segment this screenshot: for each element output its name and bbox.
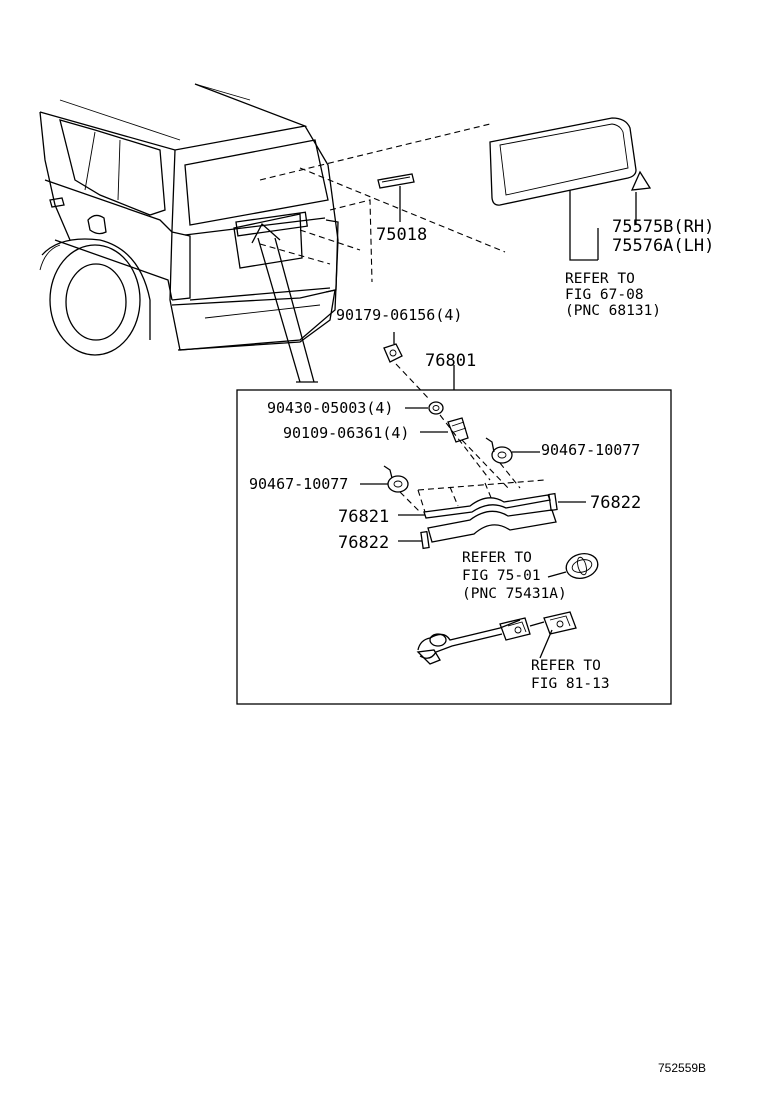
part-90109-screw (447, 417, 469, 443)
label-90467-left: 90467-10077 (249, 475, 348, 493)
refer-fig-75-01-line1: REFER TO (462, 550, 532, 566)
part-76821-garnish (423, 494, 557, 543)
label-90179: 90179-06156(4) (336, 306, 462, 324)
part-76822-left-cap (420, 530, 430, 550)
label-76801: 76801 (425, 351, 476, 371)
quarter-glass-illustration (630, 170, 652, 191)
refer-fig-67-08-line1: REFER TO (565, 271, 635, 287)
diagram-id: 752559B (658, 1061, 706, 1075)
part-90467-right-grommet (485, 437, 513, 464)
part-90467-left-grommet (383, 465, 409, 493)
label-76822-left: 76822 (338, 533, 389, 553)
refer-fig-81-13-line2: FIG 81-13 (531, 676, 610, 692)
label-76822-right: 76822 (590, 493, 641, 513)
refer-fig-67-08-line2: FIG 67-08 (565, 287, 644, 303)
part-76822-right-cap (548, 492, 558, 512)
refer-fig-75-01-line2: FIG 75-01 (462, 568, 541, 584)
vehicle-rear-illustration (39, 83, 339, 356)
back-door-glass-illustration (489, 117, 637, 206)
label-90109: 90109-06361(4) (283, 424, 409, 442)
part-90179-clip (383, 343, 403, 363)
emblem-illustration (565, 553, 599, 579)
part-90430-nut (428, 401, 444, 415)
label-75575b: 75575B(RH) (612, 217, 714, 237)
label-76821: 76821 (338, 507, 389, 527)
refer-fig-81-13-line1: REFER TO (531, 658, 601, 674)
label-75018: 75018 (376, 225, 427, 245)
license-lamp-wiring-illustration (416, 611, 577, 665)
label-75576a: 75576A(LH) (612, 236, 714, 256)
label-90467-right: 90467-10077 (541, 441, 640, 459)
part-75018-illustration (377, 173, 415, 189)
label-90430: 90430-05003(4) (267, 399, 393, 417)
refer-fig-75-01-line3: (PNC 75431A) (462, 586, 567, 602)
refer-fig-67-08-line3: (PNC 68131) (565, 303, 661, 319)
